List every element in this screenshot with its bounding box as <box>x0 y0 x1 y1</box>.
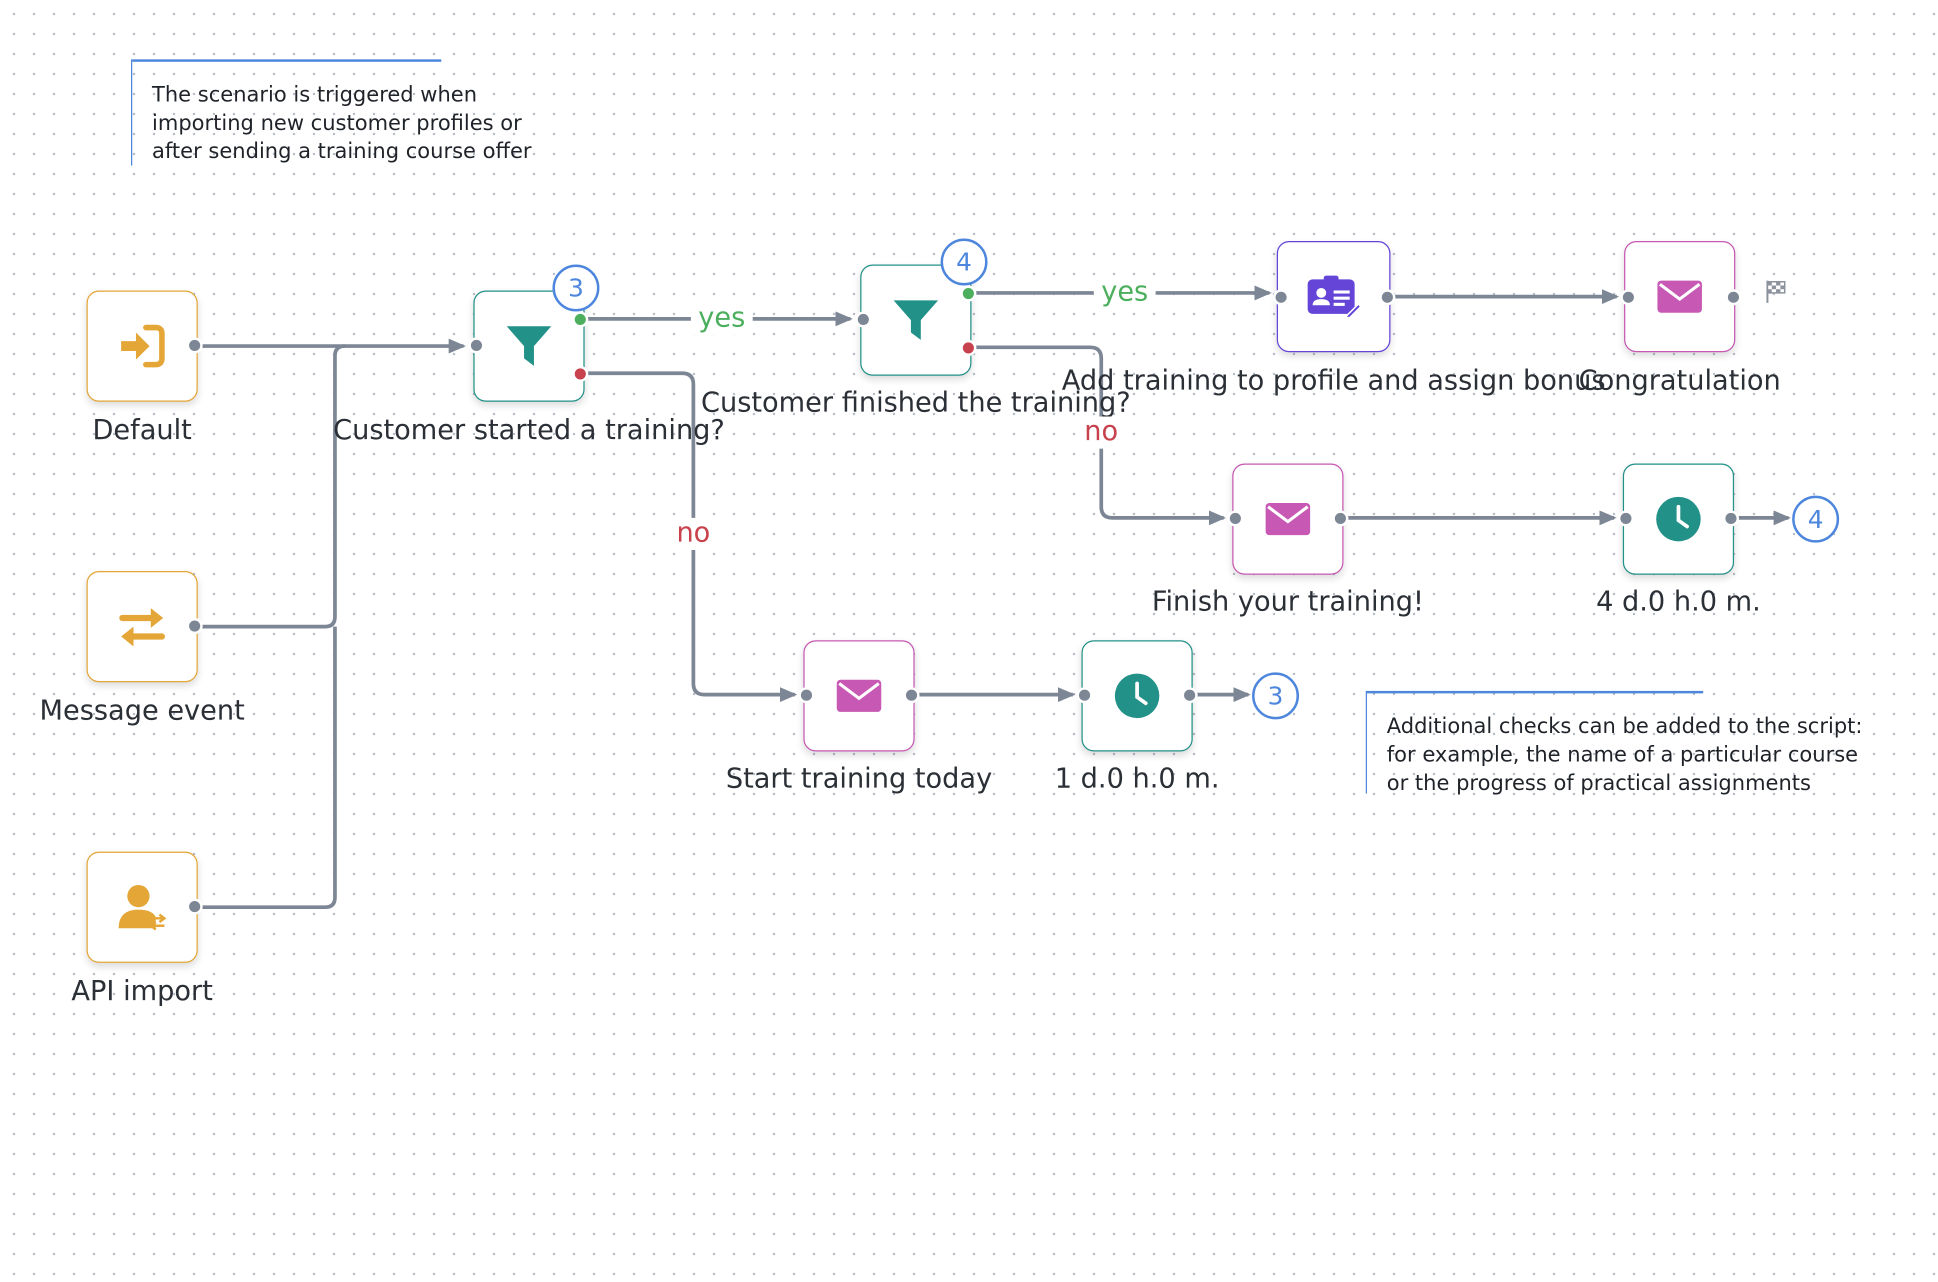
no-output-port[interactable] <box>572 365 589 382</box>
delay-1d-node[interactable] <box>1081 640 1193 752</box>
node-label: Finish your training! <box>1151 587 1424 618</box>
action-congratulation-node[interactable] <box>1624 241 1736 353</box>
wire-message-event-merge <box>195 344 345 629</box>
wire-api-import-merge <box>195 626 337 910</box>
output-port[interactable] <box>1725 289 1742 306</box>
delay-4d-node[interactable] <box>1622 463 1735 575</box>
yes-output-port[interactable] <box>572 311 589 328</box>
note-additional-checks[interactable]: Additional checks can be added to the sc… <box>1365 690 1863 796</box>
note-line: importing new customer profiles or <box>152 111 522 136</box>
branch-no-label: no <box>669 517 718 551</box>
output-port[interactable] <box>1379 289 1396 306</box>
output-port[interactable] <box>186 337 203 354</box>
funnel-icon <box>506 324 553 368</box>
yes-output-port[interactable] <box>960 285 977 302</box>
input-port[interactable] <box>1076 687 1093 704</box>
node-label: Start training today <box>725 763 993 795</box>
finish-flag-icon <box>1765 279 1787 311</box>
input-port[interactable] <box>1227 510 1244 527</box>
node-label: Default <box>92 415 192 447</box>
node-label: Add training to profile and assign bonus <box>1061 365 1606 397</box>
note-line: The scenario is triggered when <box>152 82 478 108</box>
no-output-port[interactable] <box>960 339 977 356</box>
node-label: 4 d.0 h.0 m. <box>1596 587 1761 618</box>
exchange-arrows-icon <box>117 604 166 648</box>
trigger-api-import-node[interactable] <box>86 851 198 963</box>
clock-icon <box>1114 672 1161 719</box>
sign-in-icon <box>117 324 166 368</box>
filter-number-badge: 3 <box>552 264 600 312</box>
jump-to-filter-badge[interactable]: 3 <box>1252 672 1300 720</box>
envelope-icon <box>1264 502 1311 537</box>
clock-icon <box>1655 496 1702 543</box>
output-port[interactable] <box>186 617 203 635</box>
output-port[interactable] <box>1181 687 1198 704</box>
output-port[interactable] <box>903 687 920 704</box>
note-top-line <box>1366 690 1704 693</box>
note-line: after sending a training course offer <box>152 139 532 165</box>
filter-number-badge: 4 <box>940 238 988 286</box>
envelope-icon <box>1656 279 1703 314</box>
funnel-icon <box>892 298 939 342</box>
profile-card-icon <box>1306 274 1361 319</box>
note-trigger-description[interactable]: The scenario is triggered when importing… <box>131 59 532 166</box>
input-port[interactable] <box>798 687 815 704</box>
node-label: Customer started a training? <box>333 415 725 447</box>
action-add-profile-node[interactable] <box>1276 241 1391 353</box>
node-label: Customer finished the training? <box>700 388 1131 419</box>
envelope-icon <box>836 679 883 714</box>
note-line: Additional checks can be added to the sc… <box>1386 714 1863 740</box>
output-port[interactable] <box>186 898 203 915</box>
input-port[interactable] <box>1620 289 1637 306</box>
branch-yes-label: yes <box>1093 276 1156 309</box>
branch-yes-label: yes <box>690 302 753 335</box>
action-finish-training-node[interactable] <box>1232 463 1344 575</box>
action-start-today-node[interactable] <box>803 640 915 752</box>
node-label: Message event <box>39 695 245 727</box>
input-port[interactable] <box>1273 289 1290 306</box>
jump-to-filter-badge[interactable]: 4 <box>1792 495 1840 543</box>
input-port[interactable] <box>855 311 872 328</box>
trigger-default-node[interactable] <box>86 290 198 402</box>
branch-no-label: no <box>1076 416 1126 449</box>
input-port[interactable] <box>468 337 485 354</box>
node-label: Congratulation <box>1578 365 1781 397</box>
node-label: 1 d.0 h.0 m. <box>1054 763 1220 795</box>
output-port[interactable] <box>1722 510 1740 527</box>
user-sync-icon <box>117 884 167 931</box>
note-top-line <box>132 59 442 62</box>
input-port[interactable] <box>1617 510 1634 527</box>
node-label: API import <box>71 976 213 1008</box>
note-line: or the progress of practical assignments <box>1386 771 1812 796</box>
note-line: for example, the name of a particular co… <box>1386 742 1859 768</box>
trigger-message-event-node[interactable] <box>86 571 198 683</box>
output-port[interactable] <box>1332 510 1349 527</box>
